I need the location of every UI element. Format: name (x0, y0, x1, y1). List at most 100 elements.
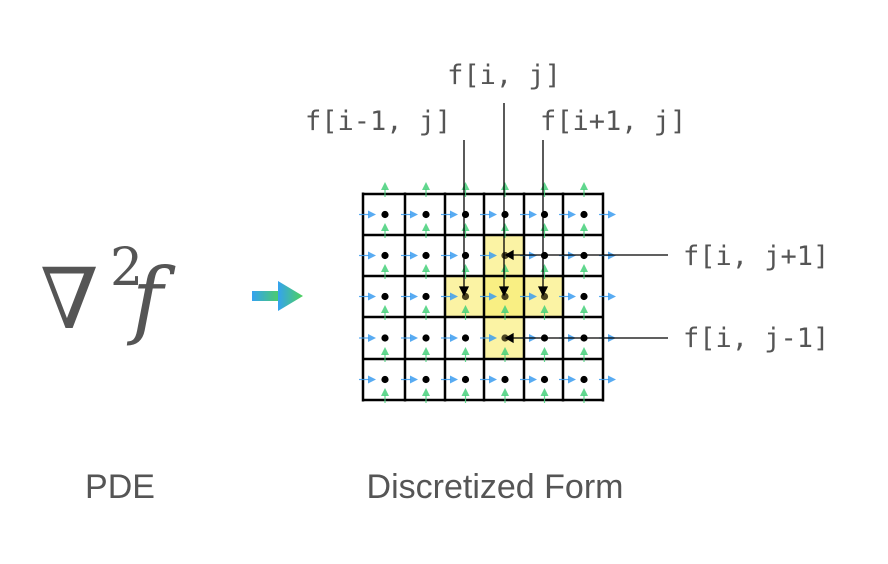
discretized-caption: Discretized Form (367, 468, 624, 506)
arrowhead-icon (450, 292, 458, 301)
arrowhead-icon (580, 305, 588, 313)
arrowhead-icon (498, 286, 510, 297)
grid-node (422, 210, 430, 219)
grid-node (540, 375, 549, 384)
exponent: 2 (110, 238, 143, 298)
arrowhead-icon (580, 388, 588, 396)
arrowhead-icon (540, 305, 549, 313)
arrowhead-icon (410, 251, 418, 260)
transform-arrow-icon (252, 281, 303, 311)
arrowhead-icon (461, 264, 470, 272)
arrowhead-icon (461, 182, 470, 190)
arrowhead-icon (529, 375, 537, 384)
grid-node (381, 334, 389, 342)
arrowhead-icon (529, 210, 537, 219)
arrowhead-icon (529, 292, 537, 301)
arrowhead-icon (381, 223, 389, 231)
arrowhead-icon (489, 210, 497, 219)
grid-node (580, 210, 588, 219)
grid-node (580, 292, 588, 301)
arrowhead-icon (504, 332, 514, 344)
arrowhead-icon (461, 305, 470, 313)
arrowhead-icon (422, 264, 430, 272)
grid-node (540, 210, 549, 219)
grid (359, 182, 616, 403)
arrowhead-icon (410, 375, 418, 384)
arrowhead-icon (568, 292, 576, 301)
arrowhead-icon (422, 347, 430, 355)
arrowhead-icon (540, 182, 549, 190)
function-f: f (126, 250, 176, 348)
pde-caption: PDE (85, 468, 155, 506)
grid-node (381, 251, 389, 260)
arrowhead-icon (501, 305, 509, 313)
arrowhead-icon (540, 223, 549, 231)
arrowhead-icon (458, 286, 470, 297)
arrowhead-icon (450, 375, 458, 384)
pde-formula: ∇ 2 f (40, 238, 176, 348)
arrowhead-icon (422, 223, 430, 231)
grid-node (461, 375, 470, 384)
grid-node (461, 251, 470, 260)
grid-node (422, 251, 430, 260)
grid-node (501, 210, 509, 219)
arrowhead-icon (381, 388, 389, 396)
grid-node (580, 375, 588, 384)
nabla-symbol: ∇ (40, 250, 99, 348)
grid-node (422, 334, 430, 342)
arrowhead-icon (501, 223, 509, 231)
arrowhead-icon (422, 182, 430, 190)
grid-node (422, 375, 430, 384)
arrowhead-icon (368, 375, 376, 384)
arrowhead-icon (540, 264, 549, 272)
arrowhead-icon (381, 347, 389, 355)
arrowhead-icon (461, 223, 470, 231)
arrowhead-icon (501, 347, 509, 355)
arrowhead-icon (410, 334, 418, 342)
arrowhead-icon (608, 375, 616, 384)
grid-node (461, 210, 470, 219)
grid-node (381, 292, 389, 301)
arrowhead-icon (450, 251, 458, 260)
arrowhead-icon (568, 375, 576, 384)
grid-node (422, 292, 430, 301)
label-left: f[i-1, j] (305, 106, 451, 137)
arrowhead-icon (381, 305, 389, 313)
label-down: f[i, j-1] (683, 323, 829, 354)
label-center: f[i, j] (447, 60, 561, 91)
arrowhead-icon (368, 292, 376, 301)
grid-node (501, 375, 509, 384)
arrowhead-icon (410, 292, 418, 301)
arrowhead-icon (450, 334, 458, 342)
arrowhead-icon (608, 210, 616, 219)
arrowhead-icon (580, 182, 588, 190)
arrowhead-icon (580, 223, 588, 231)
arrowhead-icon (501, 182, 509, 190)
arrowhead-icon (381, 182, 389, 190)
arrowhead-icon (580, 347, 588, 355)
arrowhead-icon (461, 347, 470, 355)
arrowhead-icon (489, 251, 497, 260)
arrowhead-icon (540, 347, 549, 355)
label-up: f[i, j+1] (683, 241, 829, 272)
arrowhead-icon (608, 292, 616, 301)
arrowhead-icon (450, 210, 458, 219)
grid-node (461, 334, 470, 342)
arrowhead-icon (461, 388, 470, 396)
arrowhead-icon (504, 249, 514, 261)
arrowhead-icon (368, 251, 376, 260)
arrowhead-icon (410, 210, 418, 219)
arrowhead-icon (489, 292, 497, 301)
arrowhead-icon (489, 334, 497, 342)
arrowhead-icon (489, 375, 497, 384)
arrowhead-icon (381, 264, 389, 272)
arrowhead-icon (540, 388, 549, 396)
arrowhead-icon (422, 305, 430, 313)
arrowhead-icon (368, 210, 376, 219)
arrowhead-icon (537, 286, 549, 297)
arrowhead-icon (501, 388, 509, 396)
grid-node (381, 210, 389, 219)
grid-node (501, 251, 509, 260)
arrowhead-icon (580, 264, 588, 272)
